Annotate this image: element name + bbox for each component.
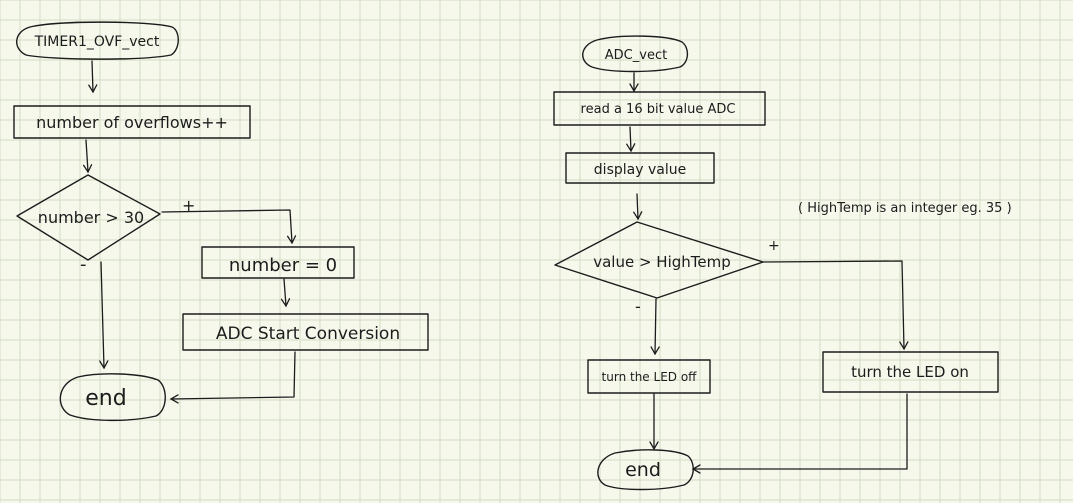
right-read-label: read a 16 bit value ADC <box>581 102 736 117</box>
edge-decision-yes-to-reset <box>161 209 297 245</box>
right-start-terminal <box>582 35 689 73</box>
left-yes-mark: + <box>182 196 195 215</box>
right-decision-label: value > HighTemp <box>593 253 731 271</box>
left-no-mark: - <box>80 254 87 275</box>
right-led-on-step <box>822 351 999 393</box>
left-count-label: number of overflows++ <box>36 113 228 132</box>
edge-display-to-decision <box>633 193 643 221</box>
left-end-terminal <box>59 373 166 422</box>
left-adc-start-label: ADC Start Conversion <box>216 324 400 344</box>
right-note: ( HighTemp is an integer eg. 35 ) <box>798 201 1012 216</box>
edge-adc-to-end <box>169 351 296 404</box>
right-display-label: display value <box>594 162 686 178</box>
left-adc-start-step <box>182 313 429 351</box>
right-read-step <box>553 91 766 126</box>
right-yes-mark: + <box>768 238 780 254</box>
right-start-label: ADC_vect <box>605 48 667 63</box>
right-end-label: end <box>625 459 661 481</box>
edge-decision-no-to-led-off <box>650 298 660 356</box>
right-no-mark: - <box>635 297 641 316</box>
left-reset-label: number = 0 <box>229 255 337 276</box>
edge-read-to-display <box>626 126 636 153</box>
left-start-label: TIMER1_OVF_vect <box>34 34 160 50</box>
right-led-off-label: turn the LED off <box>602 370 698 384</box>
edge-count-to-decision <box>82 139 93 174</box>
right-led-on-label: turn the LED on <box>851 363 969 381</box>
left-start-terminal <box>16 21 179 60</box>
edge-led-on-to-end <box>691 393 908 474</box>
right-display-step <box>565 152 715 184</box>
edge-start-to-count <box>88 60 98 94</box>
left-flowchart: TIMER1_OVF_vect number of overflows++ nu… <box>13 21 429 422</box>
left-decision <box>16 174 161 261</box>
left-decision-label: number > 30 <box>38 208 144 227</box>
right-led-off-step <box>587 359 711 394</box>
edge-reset-to-adc <box>280 278 291 308</box>
left-end-label: end <box>85 386 126 411</box>
right-flowchart: ADC_vect read a 16 bit value ADC display… <box>553 35 1012 491</box>
right-end-terminal <box>597 449 694 491</box>
edge-decision-yes-to-led-on <box>762 260 909 351</box>
left-count-step <box>13 105 251 139</box>
edge-decision-no-to-end <box>99 261 109 370</box>
left-reset-step <box>201 246 355 279</box>
